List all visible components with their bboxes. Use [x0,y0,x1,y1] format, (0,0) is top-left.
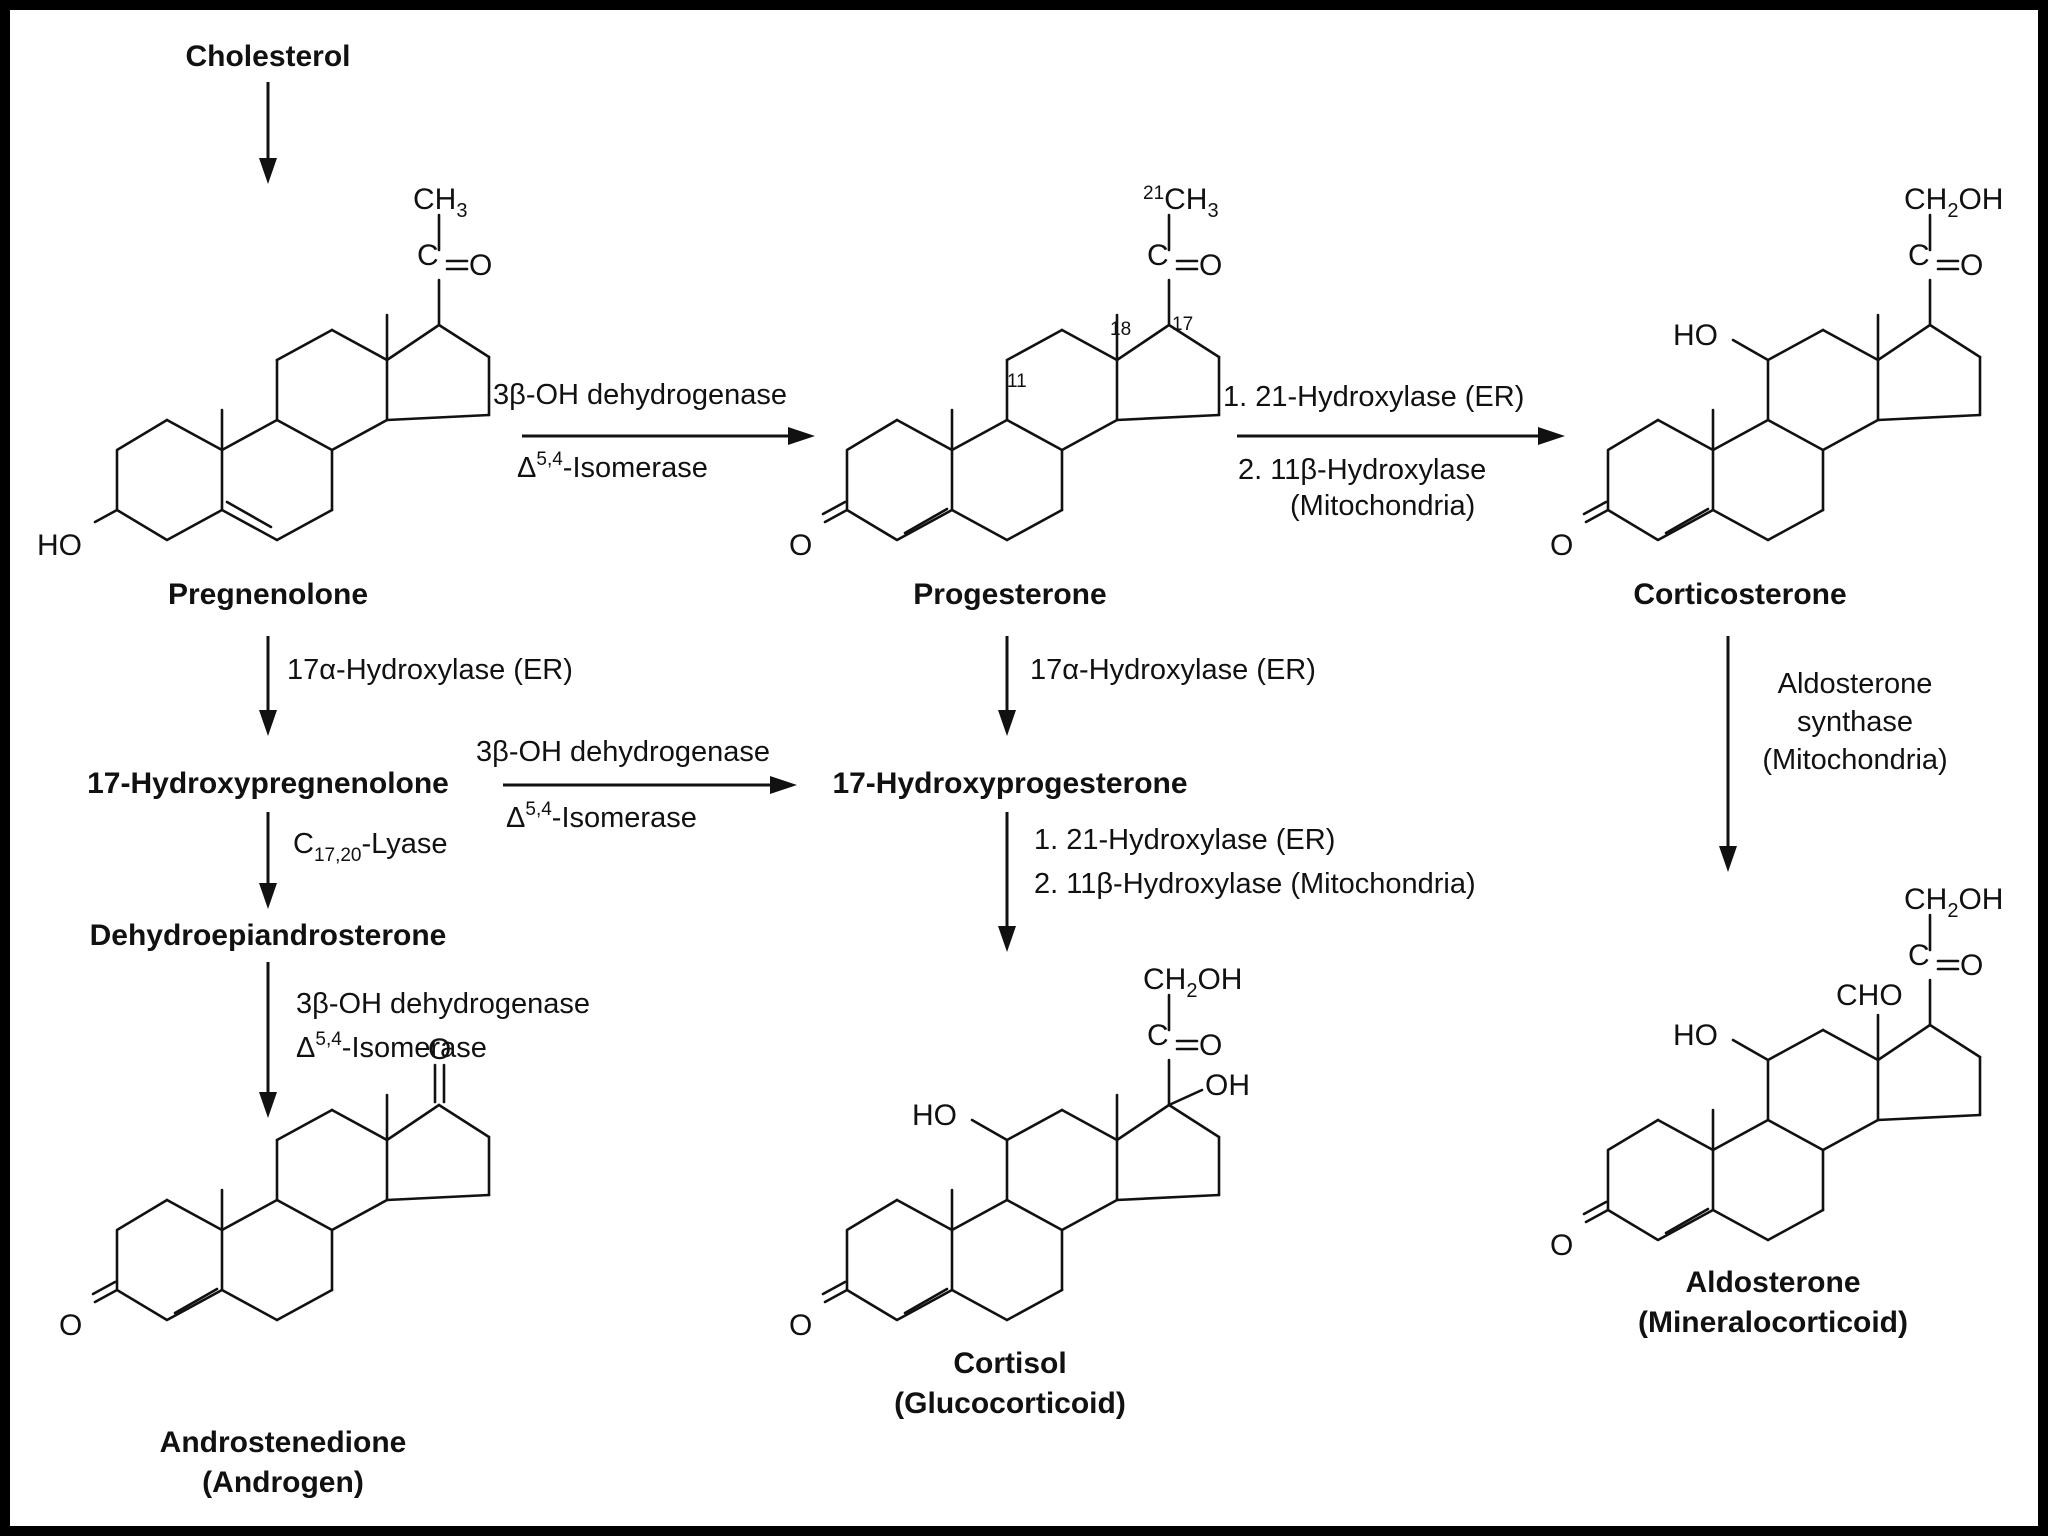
atom-o-androstenedione-3: O [59,1309,82,1342]
atom-ho-pregnenolone: HO [37,529,82,562]
label-c17: 17 [1172,314,1193,335]
compound-aldosterone: Aldosterone [1685,1266,1860,1299]
arrow-progesterone-to-corticosterone [1237,427,1565,445]
atom-ho-aldosterone: HO [1673,1019,1718,1052]
structure-progesterone: O C O 21CH3 11 18 17 [789,183,1222,562]
structure-corticosterone: O HO C O CH2OH [1550,183,2003,562]
structure-pregnenolone: HO C O CH3 [37,183,492,562]
arrow-corticosterone-to-aldosterone [1719,636,1737,872]
atom-o-aldosterone: O [1960,949,1983,982]
enzyme-21-hydroxylase-er-1: 1. 21-Hydroxylase (ER) [1223,381,1524,413]
structure-androstenedione: O O [59,1033,491,1342]
arrow-17-hydroxypregnenolone-to-17-hydroxyprogesterone [503,776,797,794]
atom-o-cortisol-3: O [789,1309,812,1342]
enzyme-mitochondria-1: (Mitochondria) [1290,490,1475,522]
compound-corticosterone: Corticosterone [1633,578,1846,611]
atom-o-pregnenolone: O [469,249,492,282]
enzyme-c17-20-lyase: C17,20-Lyase [293,828,447,866]
label-c11: 11 [1007,371,1027,392]
atom-cho-aldosterone: CHO [1836,979,1903,1012]
atom-c-aldosterone: C [1908,939,1930,972]
compound-aldosterone-class: (Mineralocorticoid) [1638,1306,1908,1339]
enzyme-aldosterone-synthase-1: Aldosterone [1778,668,1933,700]
atom-oh-cortisol: OH [1205,1069,1250,1102]
enzyme-11b-hydroxylase-1: 2. 11β-Hydroxylase [1238,454,1486,486]
atom-c-pregnenolone: C [417,239,439,272]
atom-c-cortisol: C [1147,1019,1169,1052]
atom-ch2oh-aldosterone: CH2OH [1904,883,2003,922]
enzyme-17a-hydroxylase-2: 17α-Hydroxylase (ER) [1030,654,1316,686]
arrow-pregnenolone-to-17-hydroxypregnenolone [259,636,277,736]
atom-o-corticosterone: O [1960,249,1983,282]
label-c18: 18 [1110,319,1131,340]
atom-c-corticosterone: C [1908,239,1930,272]
enzyme-3b-oh-dehydrogenase-1: 3β-OH dehydrogenase [493,379,787,411]
atom-c-progesterone: C [1147,239,1169,272]
enzyme-3b-oh-dehydrogenase-3: 3β-OH dehydrogenase [296,988,590,1020]
atom-o-cortisol: O [1199,1029,1222,1062]
structure-aldosterone: O HO CHO C O CH2OH [1550,883,2003,1262]
enzyme-21-hydroxylase-er-2: 1. 21-Hydroxylase (ER) [1034,824,1335,856]
enzyme-17a-hydroxylase-1: 17α-Hydroxylase (ER) [287,654,573,686]
structure-cortisol: O HO OH C O CH2OH [789,963,1250,1342]
atom-ch2oh-corticosterone: CH2OH [1904,183,2003,222]
compound-17-hydroxypregnenolone: 17-Hydroxypregnenolone [87,767,449,800]
arrow-dhea-to-androstenedione [259,962,277,1118]
enzyme-isomerase-2: Δ5,4-Isomerase [506,799,697,834]
compound-androstenedione: Androstenedione [160,1426,407,1459]
atom-ho-cortisol: HO [912,1099,957,1132]
compound-dehydroepiandrosterone: Dehydroepiandrosterone [90,919,447,952]
compound-cholesterol: Cholesterol [185,40,350,73]
atom-o-aldosterone-3: O [1550,1229,1573,1262]
compound-pregnenolone: Pregnenolone [168,578,368,611]
compound-17-hydroxyprogesterone: 17-Hydroxyprogesterone [832,767,1187,800]
enzyme-3b-oh-dehydrogenase-2: 3β-OH dehydrogenase [476,736,770,768]
arrow-cholesterol-to-pregnenolone [259,82,277,184]
enzyme-aldosterone-synthase-3: (Mitochondria) [1762,744,1947,776]
atom-ch3-pregnenolone: CH3 [413,183,467,222]
arrow-pregnenolone-to-progesterone [522,427,815,445]
compound-progesterone: Progesterone [913,578,1106,611]
atom-o-corticosterone-3: O [1550,529,1573,562]
enzyme-11b-hydroxylase-mito: 2. 11β-Hydroxylase (Mitochondria) [1034,868,1476,900]
enzyme-aldosterone-synthase-2: synthase [1797,706,1913,738]
atom-o-androstenedione-17: O [428,1033,451,1066]
atom-o-progesterone-3: O [789,529,812,562]
compound-cortisol: Cortisol [953,1347,1066,1380]
atom-ch2oh-cortisol: CH2OH [1143,963,1242,1002]
atom-21ch3-progesterone: 21CH3 [1143,183,1219,222]
compound-cortisol-class: (Glucocorticoid) [894,1387,1126,1420]
atom-o-progesterone: O [1199,249,1222,282]
arrow-17-hydroxypregnenolone-to-dhea [259,812,277,909]
enzyme-isomerase-1: Δ5,4-Isomerase [517,449,708,484]
enzyme-isomerase-3: Δ5,4-Isomerase [296,1029,487,1064]
arrow-17-hydroxyprogesterone-to-cortisol [998,812,1016,952]
arrow-progesterone-to-17-hydroxyprogesterone [998,636,1016,736]
atom-ho-corticosterone: HO [1673,319,1718,352]
compound-androstenedione-class: (Androgen) [202,1466,364,1499]
